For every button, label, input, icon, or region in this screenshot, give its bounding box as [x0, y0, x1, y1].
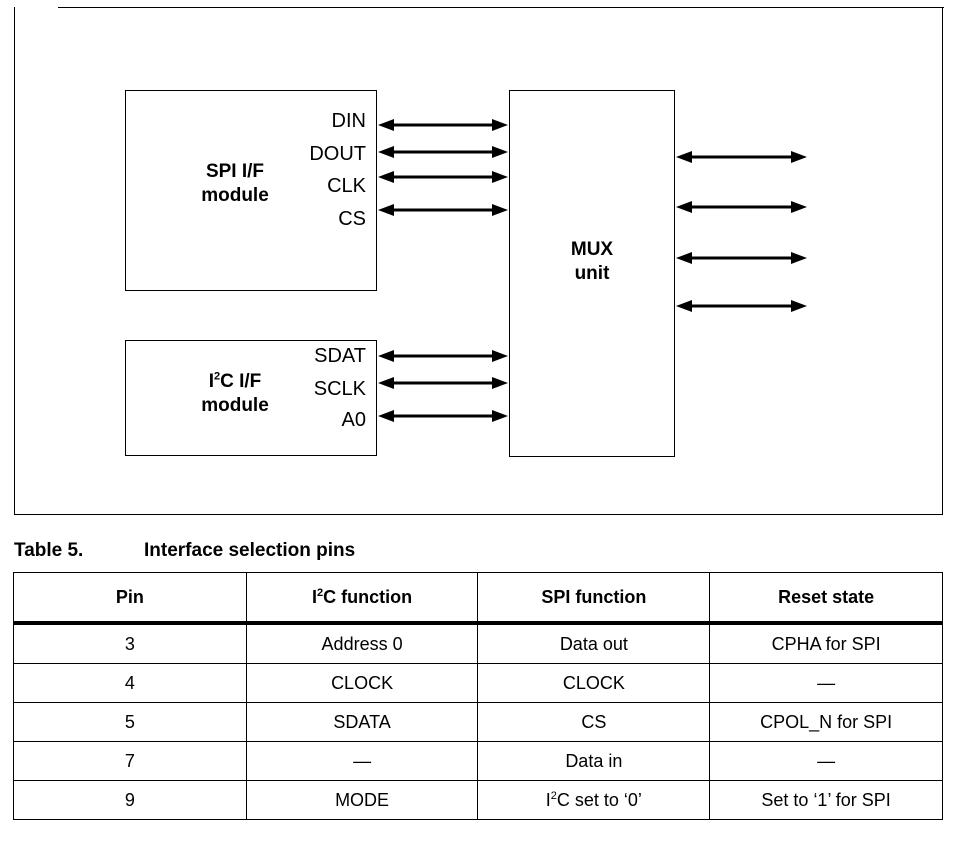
- header-i2c-function: I2C function: [245, 572, 479, 625]
- pin-label-a0: A0: [341, 409, 366, 431]
- header-pin: Pin: [13, 572, 247, 625]
- cell-spi-function: CS: [477, 702, 711, 742]
- pin-label-dout: DOUT: [309, 143, 366, 165]
- spi-module-label-line2: module: [201, 185, 269, 206]
- spi-module-label-line1: SPI I/F: [205, 161, 265, 182]
- table-caption: Table 5. Interface selection pins: [14, 540, 355, 562]
- cell-i2c-function: —: [245, 741, 479, 781]
- cell-pin: 3: [13, 622, 247, 664]
- cell-spi-function: Data out: [477, 622, 711, 664]
- arrow-clk: [378, 171, 508, 183]
- arrow-cs: [378, 204, 508, 216]
- table-row: 7 — Data in —: [13, 741, 943, 781]
- arrow-mux-out-1: [676, 151, 807, 163]
- i2c-module-label: I2C I/F module: [180, 370, 290, 418]
- arrow-a0: [378, 410, 508, 422]
- cell-i2c-function: Address 0: [245, 622, 479, 664]
- arrow-sdat: [378, 350, 508, 362]
- cell-reset-state: Set to ‘1’ for SPI: [709, 780, 943, 820]
- pin-label-cs: CS: [338, 208, 366, 230]
- table-row: 9 MODE I2C set to ‘0’ Set to ‘1’ for SPI: [13, 780, 943, 820]
- arrow-din: [378, 119, 508, 131]
- spi-module-box: [125, 90, 377, 291]
- cell-reset-state: —: [709, 663, 943, 703]
- mux-unit-box: [509, 90, 675, 457]
- table-caption-number: Table 5.: [14, 540, 84, 561]
- mux-unit-label-line1: MUX: [570, 239, 614, 260]
- figure-frame: [14, 7, 943, 515]
- mux-unit-label-line2: unit: [574, 263, 610, 284]
- cell-spi-function: Data in: [477, 741, 711, 781]
- pin-label-clk: CLK: [327, 175, 366, 197]
- cell-reset-state: CPHA for SPI: [709, 622, 943, 664]
- mux-unit-label: MUX unit: [540, 238, 644, 286]
- table-caption-title: Interface selection pins: [144, 540, 356, 561]
- i2c-module-label-line2: module: [201, 395, 269, 416]
- pin-label-sclk: SCLK: [313, 378, 366, 400]
- header-spi-function: SPI function: [477, 572, 711, 625]
- pin-label-din: DIN: [331, 110, 366, 132]
- spi-module-label: SPI I/F module: [180, 160, 290, 208]
- cell-spi-function: CLOCK: [477, 663, 711, 703]
- arrow-mux-out-4: [676, 300, 807, 312]
- cell-i2c-function: MODE: [245, 780, 479, 820]
- i2c-module-box: [125, 340, 377, 456]
- cell-pin: 7: [13, 741, 247, 781]
- table-header-row: Pin I2C function SPI function Reset stat…: [13, 572, 943, 625]
- cell-pin: 9: [13, 780, 247, 820]
- cell-reset-state: CPOL_N for SPI: [709, 702, 943, 742]
- table-row: 3 Address 0 Data out CPHA for SPI: [13, 622, 943, 664]
- arrow-dout: [378, 146, 508, 158]
- cell-reset-state: —: [709, 741, 943, 781]
- interface-selection-table: Pin I2C function SPI function Reset stat…: [13, 572, 943, 820]
- table-row: 5 SDATA CS CPOL_N for SPI: [13, 702, 943, 742]
- cell-i2c-function: SDATA: [245, 702, 479, 742]
- pin-label-sdat: SDAT: [314, 345, 366, 367]
- cell-i2c-function: CLOCK: [245, 663, 479, 703]
- cell-pin: 5: [13, 702, 247, 742]
- table-row: 4 CLOCK CLOCK —: [13, 663, 943, 703]
- figure-frame-top-border: [58, 7, 944, 8]
- connection-arrows: [378, 119, 807, 422]
- cell-pin: 4: [13, 663, 247, 703]
- arrow-mux-out-3: [676, 252, 807, 264]
- cell-spi-function: I2C set to ‘0’: [477, 780, 711, 820]
- arrow-sclk: [378, 377, 508, 389]
- header-reset-state: Reset state: [709, 572, 943, 625]
- arrow-mux-out-2: [676, 201, 807, 213]
- i2c-module-label-line1: I2C I/F: [208, 370, 262, 392]
